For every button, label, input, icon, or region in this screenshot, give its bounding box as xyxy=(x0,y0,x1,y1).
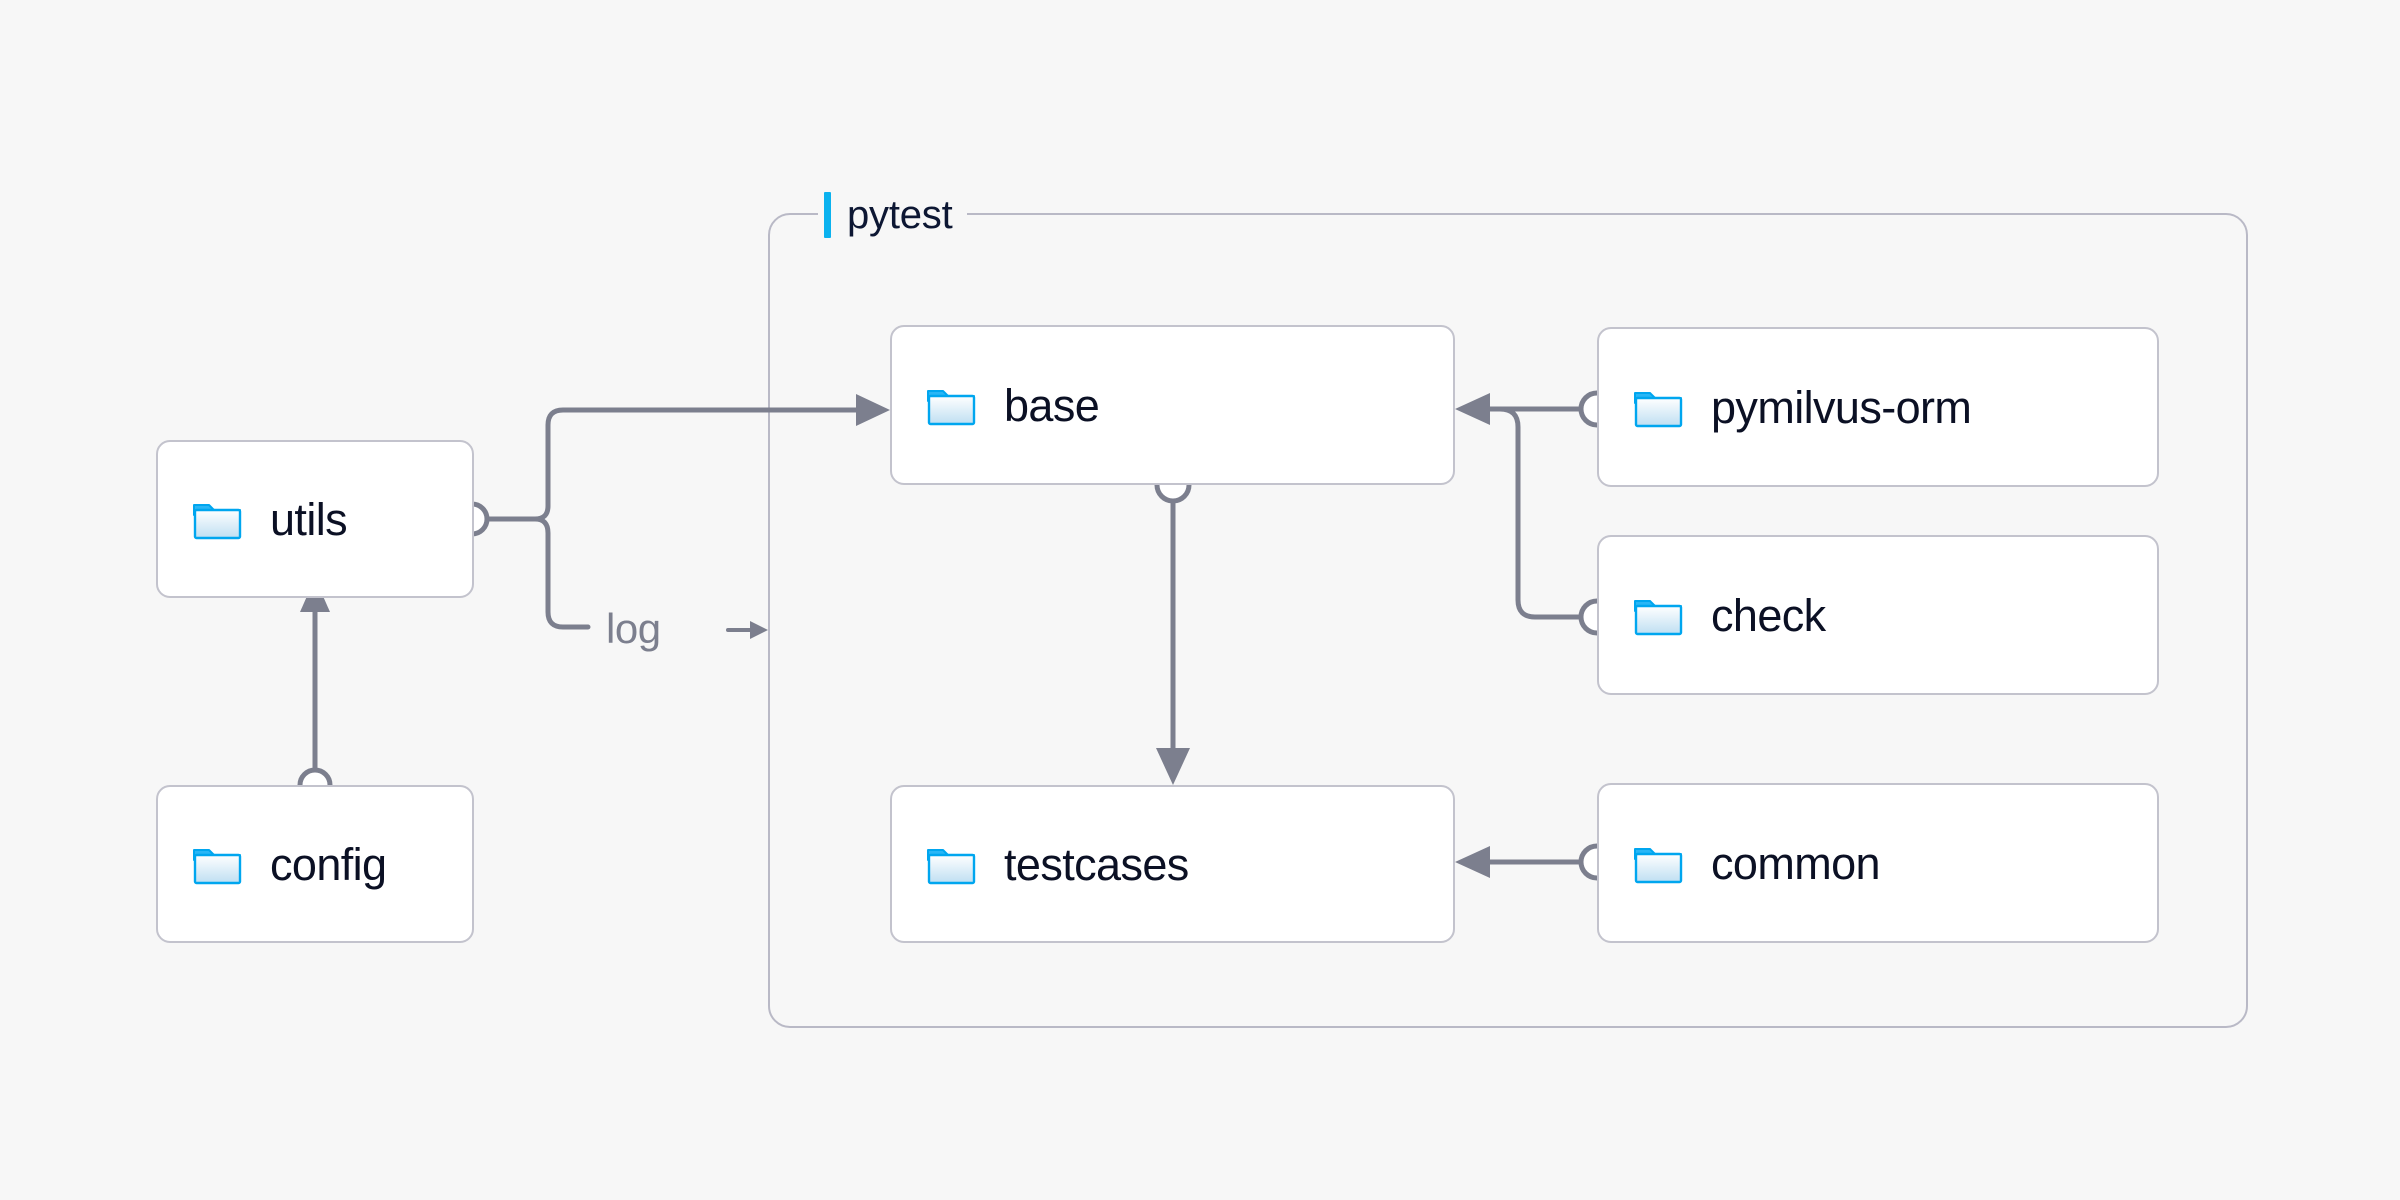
edge-config-to-utils xyxy=(297,578,333,803)
node-common[interactable]: common xyxy=(1597,783,2159,943)
node-label-check: check xyxy=(1711,589,1826,641)
folder-icon xyxy=(927,390,976,426)
group-accent-bar xyxy=(824,192,831,238)
folder-icon xyxy=(1634,848,1683,884)
node-label-utils: utils xyxy=(270,493,348,545)
edge-label-log: log xyxy=(606,605,661,652)
node-label-testcases: testcases xyxy=(1004,838,1189,890)
folder-icon xyxy=(1634,392,1683,428)
node-label-base: base xyxy=(1004,379,1100,431)
node-check[interactable]: check xyxy=(1597,535,2159,695)
node-utils[interactable]: utils xyxy=(156,440,474,598)
folder-icon xyxy=(927,849,976,885)
edge-log-arrowhead xyxy=(726,621,768,639)
group-label-pytest: pytest xyxy=(818,188,967,242)
node-label-config: config xyxy=(270,838,387,890)
folder-icon xyxy=(193,504,242,540)
edge-utils-to-log xyxy=(484,516,591,630)
node-config[interactable]: config xyxy=(156,785,474,943)
folder-icon xyxy=(1634,600,1683,636)
folder-icon xyxy=(193,849,242,885)
group-box-pytest xyxy=(768,213,2248,1028)
node-label-pymilvus-orm: pymilvus-orm xyxy=(1711,381,1972,433)
node-pymilvus-orm[interactable]: pymilvus-orm xyxy=(1597,327,2159,487)
node-testcases[interactable]: testcases xyxy=(890,785,1455,943)
group-label-text: pytest xyxy=(847,192,953,237)
node-base[interactable]: base xyxy=(890,325,1455,485)
node-label-common: common xyxy=(1711,837,1881,889)
